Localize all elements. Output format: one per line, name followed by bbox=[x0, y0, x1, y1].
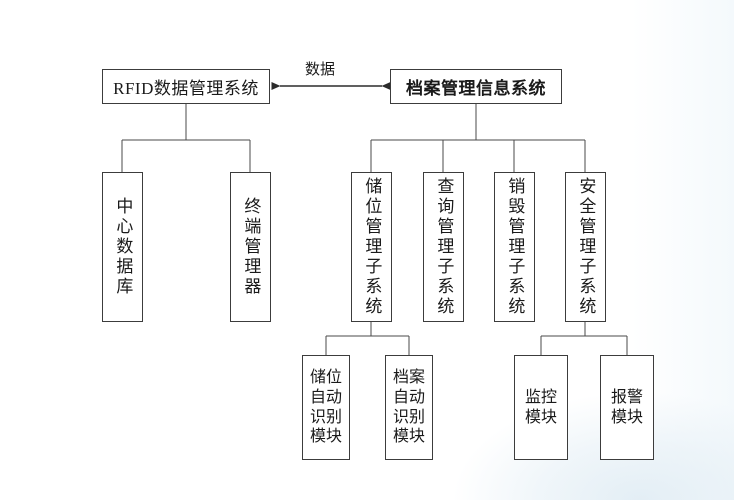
node-terminal-manager[interactable]: 终端管理器 bbox=[230, 172, 271, 322]
link-label-data: 数据 bbox=[305, 62, 336, 78]
node-query-subsystem-label: 查询管理子系统 bbox=[434, 177, 454, 317]
node-archive-auto-id-module[interactable]: 档案自动识别模块 bbox=[385, 355, 433, 460]
node-monitor-module-label: 监控模块 bbox=[524, 388, 557, 426]
node-archive-system[interactable]: 档案管理信息系统 bbox=[390, 69, 562, 104]
node-storage-subsystem-label: 储位管理子系统 bbox=[362, 177, 382, 317]
node-storage-subsystem[interactable]: 储位管理子系统 bbox=[351, 172, 392, 322]
node-central-database[interactable]: 中心数据库 bbox=[102, 172, 143, 322]
node-rfid-system[interactable]: RFID数据管理系统 bbox=[102, 69, 270, 104]
node-alarm-module-label: 报警模块 bbox=[610, 388, 643, 426]
node-terminal-manager-label: 终端管理器 bbox=[241, 197, 261, 297]
node-archive-system-label: 档案管理信息系统 bbox=[406, 79, 546, 98]
node-security-subsystem-label: 安全管理子系统 bbox=[576, 177, 596, 317]
node-storage-auto-id-module-label: 储位自动识别模块 bbox=[309, 369, 342, 446]
node-destruction-subsystem[interactable]: 销毁管理子系统 bbox=[494, 172, 535, 322]
node-storage-auto-id-module[interactable]: 储位自动识别模块 bbox=[302, 355, 350, 460]
node-alarm-module[interactable]: 报警模块 bbox=[600, 355, 654, 460]
node-archive-auto-id-module-label: 档案自动识别模块 bbox=[392, 369, 425, 446]
node-security-subsystem[interactable]: 安全管理子系统 bbox=[565, 172, 606, 322]
node-query-subsystem[interactable]: 查询管理子系统 bbox=[423, 172, 464, 322]
node-central-database-label: 中心数据库 bbox=[113, 197, 133, 297]
node-rfid-system-label: RFID数据管理系统 bbox=[113, 79, 259, 98]
node-destruction-subsystem-label: 销毁管理子系统 bbox=[505, 177, 525, 317]
node-monitor-module[interactable]: 监控模块 bbox=[514, 355, 568, 460]
